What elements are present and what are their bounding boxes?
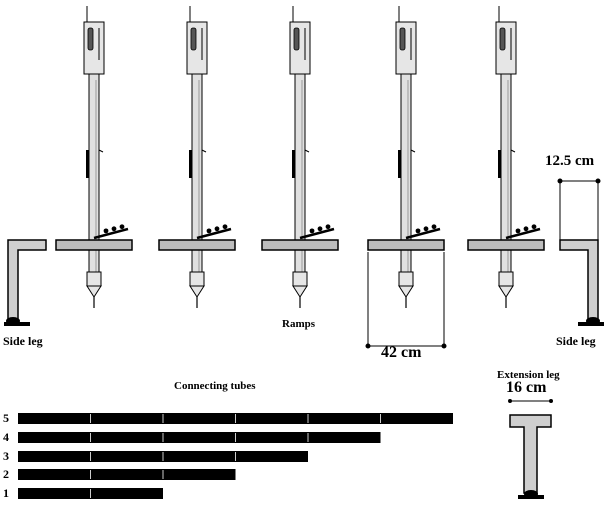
extension-leg-width-value: 16 cm xyxy=(506,379,547,396)
ramp-2 xyxy=(158,6,236,308)
ramp-3 xyxy=(261,6,339,308)
ramp-width-value: 42 cm xyxy=(381,344,422,361)
tube-4 xyxy=(18,432,381,443)
tube-1 xyxy=(18,488,163,499)
tube-2 xyxy=(18,469,236,480)
side-leg-right-label: Side leg xyxy=(556,334,596,348)
ramp-5 xyxy=(467,6,545,308)
ramp-1 xyxy=(55,6,133,308)
ramp-4 xyxy=(367,6,445,308)
extension-leg-label: Extension leg xyxy=(497,369,560,381)
side-leg-right xyxy=(559,239,604,326)
ramps-label: Ramps xyxy=(282,318,316,330)
tube-label-1: 1 xyxy=(3,486,9,500)
extension-leg xyxy=(508,399,553,499)
tube-label-5: 5 xyxy=(3,411,9,425)
tube-5 xyxy=(18,413,453,424)
tube-3 xyxy=(18,451,308,462)
side-leg-width-value: 12.5 cm xyxy=(545,153,595,169)
connecting-tubes-group xyxy=(18,413,453,499)
side-leg-dimension xyxy=(557,178,601,240)
side-leg-left-label: Side leg xyxy=(3,334,43,348)
tube-label-4: 4 xyxy=(3,430,9,444)
ramps-group xyxy=(55,6,545,308)
side-leg-left xyxy=(4,239,47,326)
tube-label-2: 2 xyxy=(3,467,9,481)
ramp-width-dimension xyxy=(365,252,447,349)
connecting-tubes-label: Connecting tubes xyxy=(174,380,256,392)
tube-label-3: 3 xyxy=(3,449,9,463)
